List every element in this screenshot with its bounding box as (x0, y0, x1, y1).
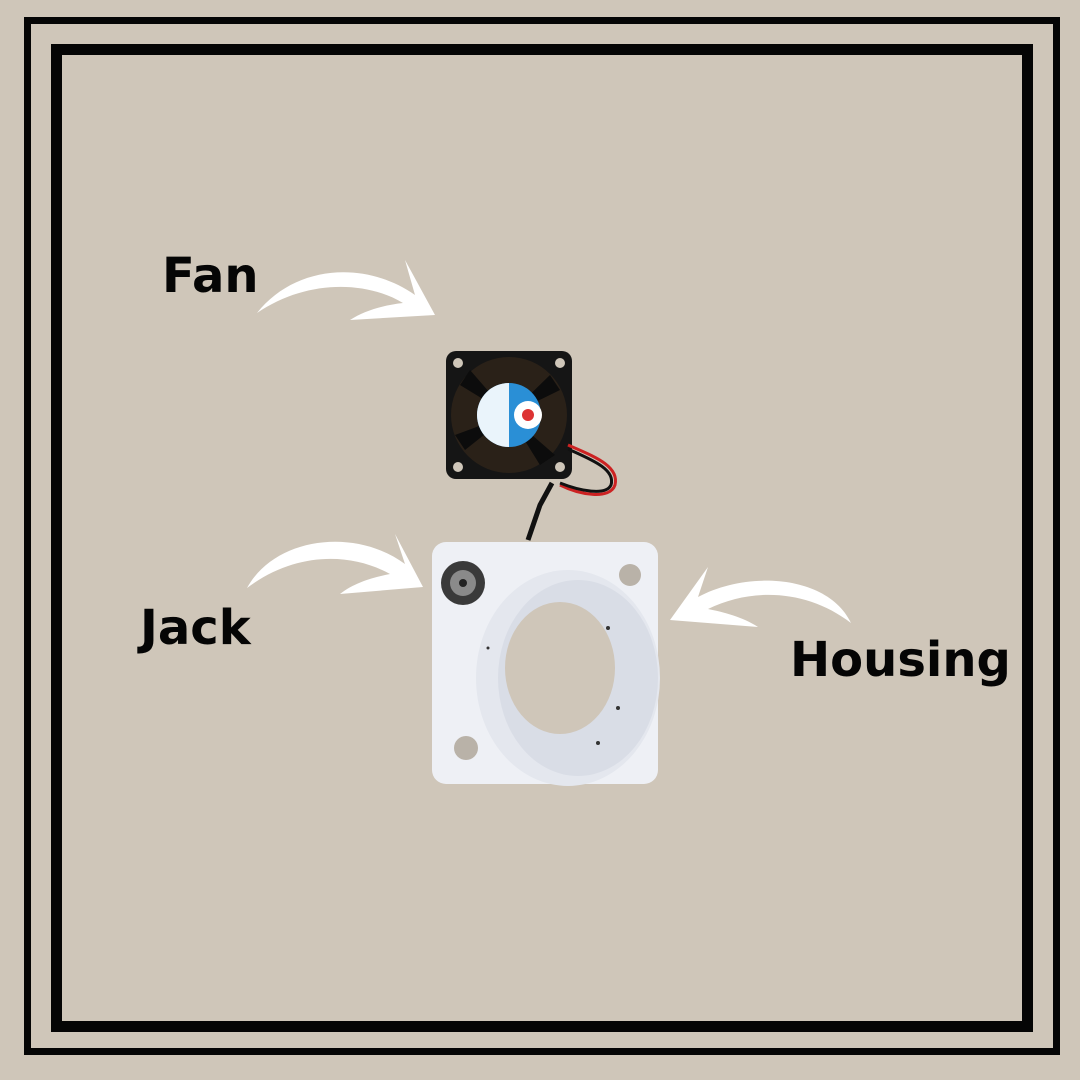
housing-label: Housing (790, 632, 1011, 688)
fan-image (446, 351, 617, 541)
fan-label: Fan (162, 248, 259, 304)
fan-arrow-icon (257, 260, 435, 320)
jack-arrow-icon (247, 534, 423, 594)
inner-frame (51, 44, 1033, 1032)
housing-arrow-icon (670, 567, 851, 627)
outer-frame (24, 17, 1060, 1055)
housing-image (432, 542, 660, 786)
jack-label: Jack (140, 600, 251, 656)
